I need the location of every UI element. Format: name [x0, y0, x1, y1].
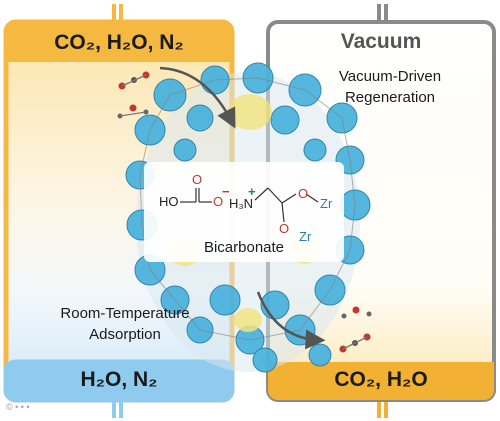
right-header: Vacuum — [340, 30, 422, 53]
atom-ho: HO — [159, 194, 179, 209]
co2-molecule-icon — [118, 71, 150, 90]
left-header: CO₂, H₂O, N₂ — [54, 31, 184, 54]
co2-molecule-icon-right — [339, 333, 371, 353]
bicarbonate-label: Bicarbonate — [203, 239, 285, 256]
left-caption-line1: Room-Temperature — [60, 305, 190, 322]
atom-zr2: Zr — [299, 229, 312, 244]
charge-plus: + — [248, 184, 256, 199]
right-caption-line1: Vacuum-Driven — [338, 68, 442, 85]
left-footer: H₂O, N₂ — [80, 368, 158, 391]
watermark: © • • • — [6, 402, 30, 412]
regeneration-arrow — [256, 291, 326, 350]
adsorption-arrow — [159, 66, 236, 129]
atom-h3n: H₃N — [229, 196, 254, 211]
atom-o-top: O — [192, 172, 203, 187]
right-caption-line2: Regeneration — [344, 89, 436, 106]
atom-o-zr2: O — [279, 221, 290, 236]
water-molecule-icon-right — [341, 306, 372, 319]
water-molecule-icon — [117, 104, 149, 119]
bicarbonate-card — [144, 162, 344, 262]
atom-o-zr1: O — [298, 186, 309, 201]
charge-minus: − — [222, 184, 230, 199]
atom-zr1: Zr — [320, 196, 333, 211]
right-footer: CO₂, H₂O — [334, 368, 428, 391]
bicarbonate-bonds — [180, 187, 319, 223]
left-caption-line2: Adsorption — [89, 326, 161, 343]
atom-o-minus: O — [213, 194, 224, 209]
